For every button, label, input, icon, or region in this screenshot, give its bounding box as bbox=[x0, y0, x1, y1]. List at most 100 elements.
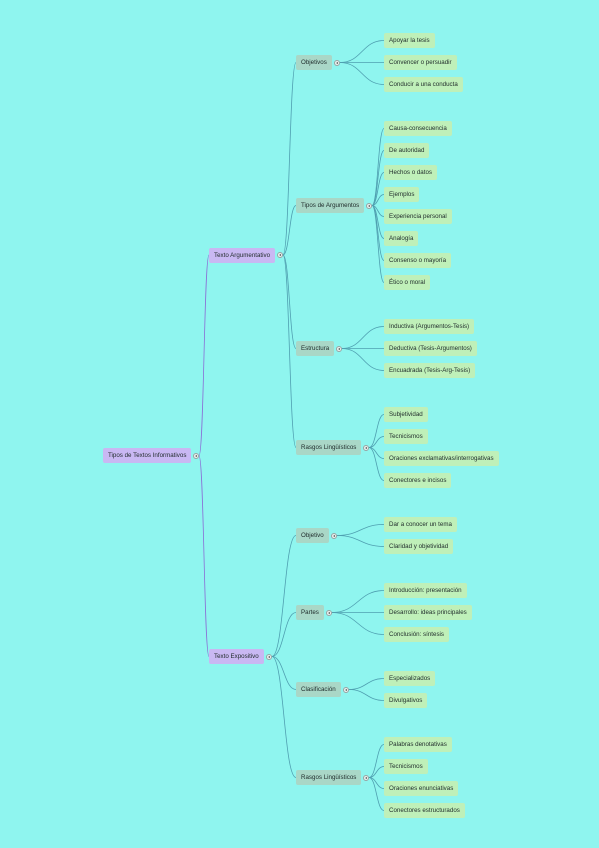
leaf-node-encuadrada-tesis-arg-tesis[interactable]: Encuadrada (Tesis-Arg-Tesis) bbox=[384, 363, 476, 378]
leaf-node-conducir-a-una-conducta[interactable]: Conducir a una conducta bbox=[384, 77, 463, 92]
leaf-node-deductiva-tesis-argumentos[interactable]: Deductiva (Tesis-Argumentos) bbox=[384, 341, 477, 356]
link-rasgos-linguisticos-to-subjetividad bbox=[368, 414, 385, 448]
leaf-node-claridad-y-objetividad[interactable]: Claridad y objetividad bbox=[384, 539, 454, 554]
node-label: Tecnicismos bbox=[389, 763, 423, 770]
root-node-tipos-de-textos-informativos[interactable]: Tipos de Textos Informativos bbox=[103, 448, 192, 464]
node-label: Apoyar la tesis bbox=[389, 37, 430, 44]
branch-node-objetivos[interactable]: Objetivos bbox=[296, 55, 332, 70]
leaf-node-experiencia-personal[interactable]: Experiencia personal bbox=[384, 209, 452, 224]
branch-node-partes[interactable]: Partes bbox=[296, 605, 324, 620]
collapse-toggle-icon[interactable] bbox=[331, 532, 337, 539]
node-label: De autoridad bbox=[389, 147, 425, 154]
collapse-toggle-icon[interactable] bbox=[334, 59, 340, 66]
link-rasgos-linguisticos-to-tecnicismos bbox=[368, 766, 385, 778]
node-label: Tipos de Textos Informativos bbox=[108, 452, 187, 460]
link-objetivos-to-apoyar-la-tesis bbox=[339, 40, 385, 63]
link-texto-expositivo-to-objetivo bbox=[271, 535, 297, 657]
branch-node-texto-argumentativo[interactable]: Texto Argumentativo bbox=[209, 247, 276, 263]
node-label: Objetivos bbox=[301, 59, 327, 66]
link-tipos-de-argumentos-to-hechos-o-datos bbox=[371, 172, 385, 206]
leaf-node-desarrollo-ideas-principales[interactable]: Desarrollo: ideas principales bbox=[384, 605, 472, 620]
node-label: Objetivo bbox=[301, 532, 324, 539]
node-label: Conectores e incisos bbox=[389, 477, 447, 484]
link-tipos-de-argumentos-to-consenso-o-mayoria bbox=[371, 205, 385, 261]
leaf-node-de-autoridad[interactable]: De autoridad bbox=[384, 143, 430, 158]
node-label: Hechos o datos bbox=[389, 169, 432, 176]
branch-node-tipos-de-argumentos[interactable]: Tipos de Argumentos bbox=[296, 198, 365, 213]
link-tipos-de-textos-informativos-to-texto-expositivo bbox=[198, 455, 210, 657]
link-tipos-de-argumentos-to-etico-o-moral bbox=[371, 205, 385, 283]
leaf-node-oraciones-enunciativas[interactable]: Oraciones enunciativas bbox=[384, 781, 459, 796]
node-label: Claridad y objetividad bbox=[389, 543, 449, 550]
collapse-toggle-icon[interactable] bbox=[193, 452, 199, 459]
leaf-node-tecnicismos[interactable]: Tecnicismos bbox=[384, 429, 428, 444]
branch-node-rasgos-linguisticos[interactable]: Rasgos Lingüísticos bbox=[296, 440, 362, 455]
branch-node-objetivo[interactable]: Objetivo bbox=[296, 528, 329, 543]
leaf-node-especializados[interactable]: Especializados bbox=[384, 671, 436, 686]
leaf-node-palabras-denotativas[interactable]: Palabras denotativas bbox=[384, 737, 452, 752]
node-label: Ejemplos bbox=[389, 191, 415, 198]
leaf-node-convencer-o-persuadir[interactable]: Convencer o persuadir bbox=[384, 55, 457, 70]
leaf-node-etico-o-moral[interactable]: Ético o moral bbox=[384, 275, 431, 290]
branch-node-estructura[interactable]: Estructura bbox=[296, 341, 335, 356]
leaf-node-conectores-estructurados[interactable]: Conectores estructurados bbox=[384, 803, 465, 818]
leaf-node-apoyar-la-tesis[interactable]: Apoyar la tesis bbox=[384, 33, 435, 48]
leaf-node-inductiva-argumentos-tesis[interactable]: Inductiva (Argumentos-Tesis) bbox=[384, 319, 475, 334]
leaf-node-subjetividad[interactable]: Subjetividad bbox=[384, 407, 428, 422]
link-tipos-de-textos-informativos-to-texto-argumentativo bbox=[198, 254, 210, 457]
link-estructura-to-encuadrada-tesis-arg-tesis bbox=[341, 348, 385, 371]
node-label: Deductiva (Tesis-Argumentos) bbox=[389, 345, 472, 352]
collapse-toggle-icon[interactable] bbox=[277, 252, 283, 258]
collapse-toggle-icon[interactable] bbox=[266, 653, 272, 660]
leaf-node-conclusion-sintesis[interactable]: Conclusión: síntesis bbox=[384, 627, 450, 642]
leaf-node-ejemplos[interactable]: Ejemplos bbox=[384, 187, 420, 202]
node-label: Oraciones enunciativas bbox=[389, 785, 454, 792]
node-label: Convencer o persuadir bbox=[389, 59, 452, 66]
node-label: Partes bbox=[301, 609, 319, 616]
node-label: Encuadrada (Tesis-Arg-Tesis) bbox=[389, 367, 471, 374]
link-rasgos-linguisticos-to-conectores-estructurados bbox=[368, 777, 385, 811]
link-partes-to-conclusion-sintesis bbox=[331, 612, 385, 635]
link-texto-argumentativo-to-tipos-de-argumentos bbox=[282, 205, 297, 256]
leaf-node-oraciones-exclamativas-interrogativas[interactable]: Oraciones exclamativas/interrogativas bbox=[384, 451, 499, 466]
collapse-toggle-icon[interactable] bbox=[343, 686, 349, 693]
leaf-node-dar-a-conocer-un-tema[interactable]: Dar a conocer un tema bbox=[384, 517, 457, 532]
collapse-toggle-icon[interactable] bbox=[363, 774, 369, 781]
leaf-node-introduccion-presentacion[interactable]: Introducción: presentación bbox=[384, 583, 467, 598]
node-label: Causa-consecuencia bbox=[389, 125, 447, 132]
leaf-node-tecnicismos[interactable]: Tecnicismos bbox=[384, 759, 428, 774]
leaf-node-analogia[interactable]: Analogía bbox=[384, 231, 419, 246]
node-label: Ético o moral bbox=[389, 279, 426, 286]
node-label: Rasgos Lingüísticos bbox=[301, 774, 357, 781]
leaf-node-consenso-o-mayoria[interactable]: Consenso o mayoría bbox=[384, 253, 452, 268]
node-label: Tecnicismos bbox=[389, 433, 423, 440]
branch-node-texto-expositivo[interactable]: Texto Expositivo bbox=[209, 649, 264, 664]
node-label: Texto Argumentativo bbox=[214, 251, 271, 259]
node-label: Palabras denotativas bbox=[389, 741, 447, 748]
link-clasificacion-to-especializados bbox=[348, 678, 385, 690]
collapse-toggle-icon[interactable] bbox=[336, 345, 342, 352]
link-objetivos-to-conducir-a-una-conducta bbox=[339, 62, 385, 85]
collapse-toggle-icon[interactable] bbox=[326, 609, 332, 616]
node-label: Conclusión: síntesis bbox=[389, 631, 445, 638]
leaf-node-divulgativos[interactable]: Divulgativos bbox=[384, 693, 428, 708]
leaf-node-causa-consecuencia[interactable]: Causa-consecuencia bbox=[384, 121, 452, 136]
node-label: Dar a conocer un tema bbox=[389, 521, 452, 528]
collapse-toggle-icon[interactable] bbox=[366, 202, 372, 209]
link-tipos-de-argumentos-to-causa-consecuencia bbox=[371, 128, 385, 206]
node-label: Rasgos Lingüísticos bbox=[301, 444, 357, 451]
node-label: Subjetividad bbox=[389, 411, 423, 418]
branch-node-rasgos-linguisticos[interactable]: Rasgos Lingüísticos bbox=[296, 770, 362, 785]
link-partes-to-introduccion-presentacion bbox=[331, 590, 385, 613]
node-label: Conectores estructurados bbox=[389, 807, 460, 814]
node-label: Clasificación bbox=[301, 686, 336, 693]
collapse-toggle-icon[interactable] bbox=[363, 444, 369, 451]
link-texto-argumentativo-to-estructura bbox=[282, 254, 297, 349]
branch-node-clasificacion[interactable]: Clasificación bbox=[296, 682, 341, 697]
node-label: Divulgativos bbox=[389, 697, 423, 704]
leaf-node-hechos-o-datos[interactable]: Hechos o datos bbox=[384, 165, 437, 180]
node-label: Desarrollo: ideas principales bbox=[389, 609, 467, 616]
leaf-node-conectores-e-incisos[interactable]: Conectores e incisos bbox=[384, 473, 452, 488]
